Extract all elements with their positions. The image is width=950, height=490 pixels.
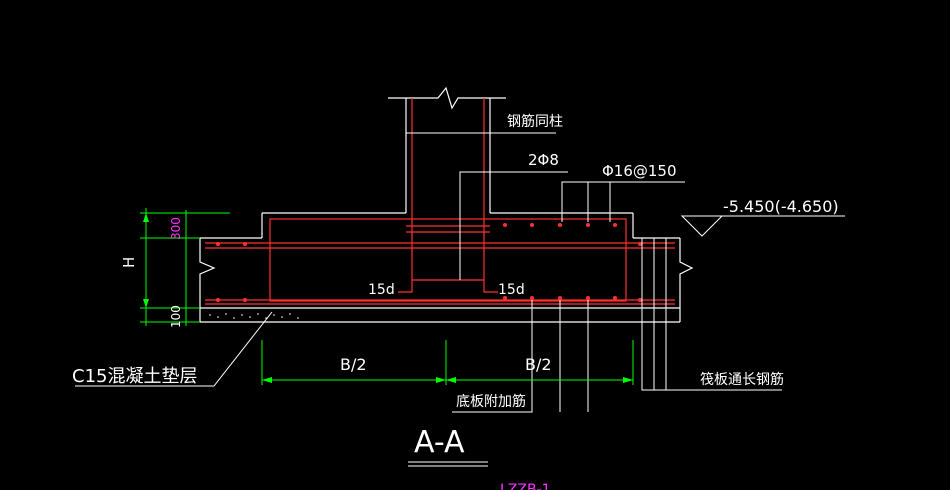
- label-lap-15d-left: 15d: [368, 282, 395, 298]
- leader-lines: [75, 132, 845, 467]
- label-stirrup: 2Φ8: [528, 151, 559, 169]
- label-dim-300: 300: [169, 217, 183, 240]
- label-lap-15d-right: 15d: [498, 282, 525, 298]
- label-bottom-additional-rebar: 底板附加筋: [456, 393, 526, 410]
- rebar-lines: [205, 98, 675, 305]
- bottom-tag: LZZB-1: [500, 482, 551, 490]
- label-dim-h: H: [120, 257, 138, 268]
- label-rebar-same-column: 钢筋同柱: [507, 113, 563, 130]
- section-title: A-A: [414, 425, 465, 460]
- label-dim-100: 100: [169, 305, 183, 328]
- cushion-hatch: [209, 313, 299, 319]
- label-elevation: -5.450(-4.650): [723, 197, 839, 216]
- label-b-half-right: B/2: [525, 355, 552, 374]
- label-b-half-left: B/2: [340, 355, 367, 374]
- dimension-arrows: [143, 213, 633, 383]
- label-c15-cushion: C15混凝土垫层: [72, 366, 197, 387]
- label-raft-continuous-rebar: 筏板通长钢筋: [700, 371, 784, 388]
- concrete-outline: [199, 86, 694, 323]
- label-rebar-phi16: Φ16@150: [602, 162, 677, 180]
- rebar-dots: [216, 223, 642, 302]
